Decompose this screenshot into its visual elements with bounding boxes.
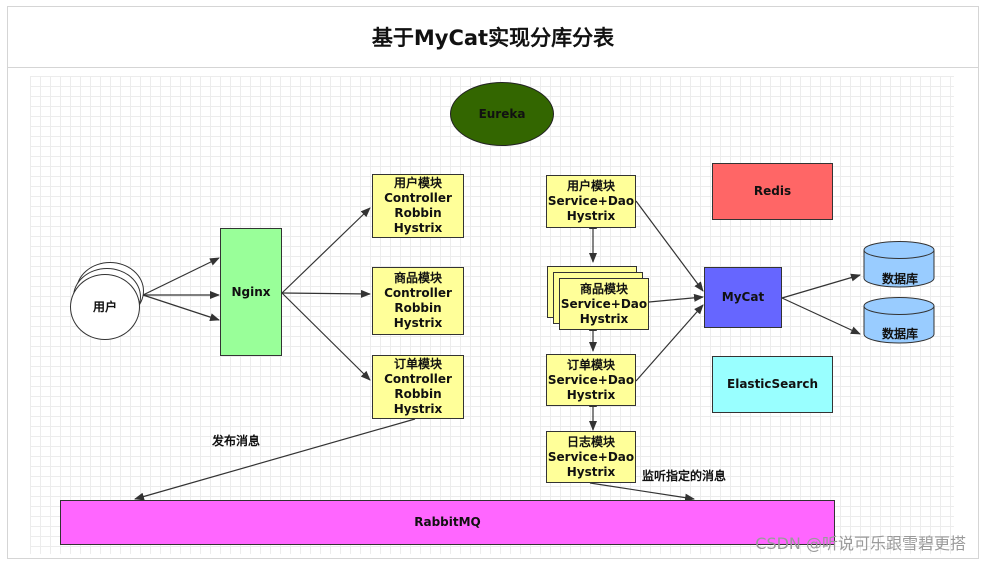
rabbitmq-node: RabbitMQ — [60, 500, 835, 545]
order-module-web: 订单模块 Controller Robbin Hystrix — [372, 355, 464, 419]
log-service-line-1: 日志模块 — [566, 434, 615, 449]
user-module-web-line-1: 用户模块 — [393, 176, 442, 190]
user-service-line-2: Service+Dao — [547, 194, 635, 208]
diagram-canvas: Eureka 用户 Nginx 用户模块 Controller Robbin H… — [30, 76, 954, 554]
goods-module-web-line-4: Hystrix — [393, 316, 443, 330]
user-label: 用户 — [92, 299, 117, 314]
edge-goods-service-mycat — [648, 293, 704, 303]
redis-node: Redis — [712, 163, 833, 220]
order-service-line-1: 订单模块 — [566, 357, 615, 372]
database-2-label: 数据库 — [882, 327, 919, 341]
rabbitmq-label: RabbitMQ — [414, 515, 481, 529]
mycat-node: MyCat — [704, 267, 782, 328]
database-2-icon — [863, 297, 935, 344]
publish-message-label: 发布消息 — [212, 434, 261, 448]
log-service: 日志模块 Service+Dao Hystrix — [546, 431, 636, 483]
user-module-web-line-2: Controller — [384, 191, 452, 205]
user-service: 用户模块 Service+Dao Hystrix — [546, 175, 636, 228]
database-1-icon — [863, 241, 935, 288]
edge-nginx-order-web — [281, 292, 371, 381]
nginx-node: Nginx — [220, 228, 282, 356]
edge-mycat-db2 — [781, 297, 861, 335]
goods-module-web-line-2: Controller — [384, 286, 452, 300]
order-module-web-line-3: Robbin — [394, 387, 442, 401]
redis-label: Redis — [753, 184, 792, 198]
eureka-label: Eureka — [478, 106, 526, 121]
nginx-label: Nginx — [231, 284, 271, 299]
goods-module-web-line-1: 商品模块 — [393, 271, 442, 285]
order-service-line-3: Hystrix — [566, 387, 616, 402]
goods-module-web-line-3: Robbin — [394, 301, 442, 315]
connections-layer — [134, 200, 861, 502]
goods-module-web: 商品模块 Controller Robbin Hystrix — [372, 267, 464, 335]
goods-service: 商品模块 Service+Dao Hystrix — [559, 278, 649, 330]
goods-service-line-1: 商品模块 — [579, 281, 628, 296]
user-service-line-1: 用户模块 — [566, 179, 615, 193]
edge-user-nginx-1 — [142, 257, 220, 296]
log-service-line-3: Hystrix — [566, 464, 616, 479]
edge-mycat-db1 — [781, 273, 861, 299]
page-title: 基于MyCat实现分库分表 — [371, 26, 615, 50]
order-module-web-line-1: 订单模块 — [393, 357, 442, 371]
eureka-node: Eureka — [450, 82, 554, 146]
elasticsearch-label: ElasticSearch — [727, 377, 818, 391]
edge-log-service-rabbitmq — [589, 482, 695, 502]
order-module-web-line-2: Controller — [384, 372, 452, 386]
listen-message-label: 监听指定的消息 — [642, 469, 727, 483]
mycat-label: MyCat — [721, 290, 765, 304]
order-service: 订单模块 Service+Dao Hystrix — [546, 354, 636, 406]
edge-order-web-rabbitmq — [134, 418, 416, 501]
edge-user-nginx-3 — [142, 294, 220, 321]
user-service-line-3: Hystrix — [566, 209, 616, 223]
user-module-web: 用户模块 Controller Robbin Hystrix — [372, 174, 464, 238]
edge-nginx-goods-web — [281, 289, 371, 298]
user-module-web-line-4: Hystrix — [393, 221, 443, 235]
user-module-web-line-3: Robbin — [394, 206, 442, 220]
title-bar: 基于MyCat实现分库分表 — [8, 7, 978, 68]
log-service-line-2: Service+Dao — [547, 449, 635, 464]
goods-service-line-3: Hystrix — [579, 311, 629, 326]
database-1-label: 数据库 — [882, 272, 919, 286]
edge-order-service-mycat — [635, 304, 704, 382]
watermark: CSDN @听说可乐跟雪碧更搭 — [755, 534, 966, 553]
elasticsearch-node: ElasticSearch — [712, 356, 833, 413]
goods-service-line-2: Service+Dao — [560, 296, 648, 311]
user-node: 用户 — [70, 274, 140, 340]
edge-user-service-mycat — [635, 200, 704, 292]
edge-nginx-user-web — [281, 207, 371, 294]
order-service-line-2: Service+Dao — [547, 372, 635, 387]
order-module-web-line-4: Hystrix — [393, 402, 443, 416]
